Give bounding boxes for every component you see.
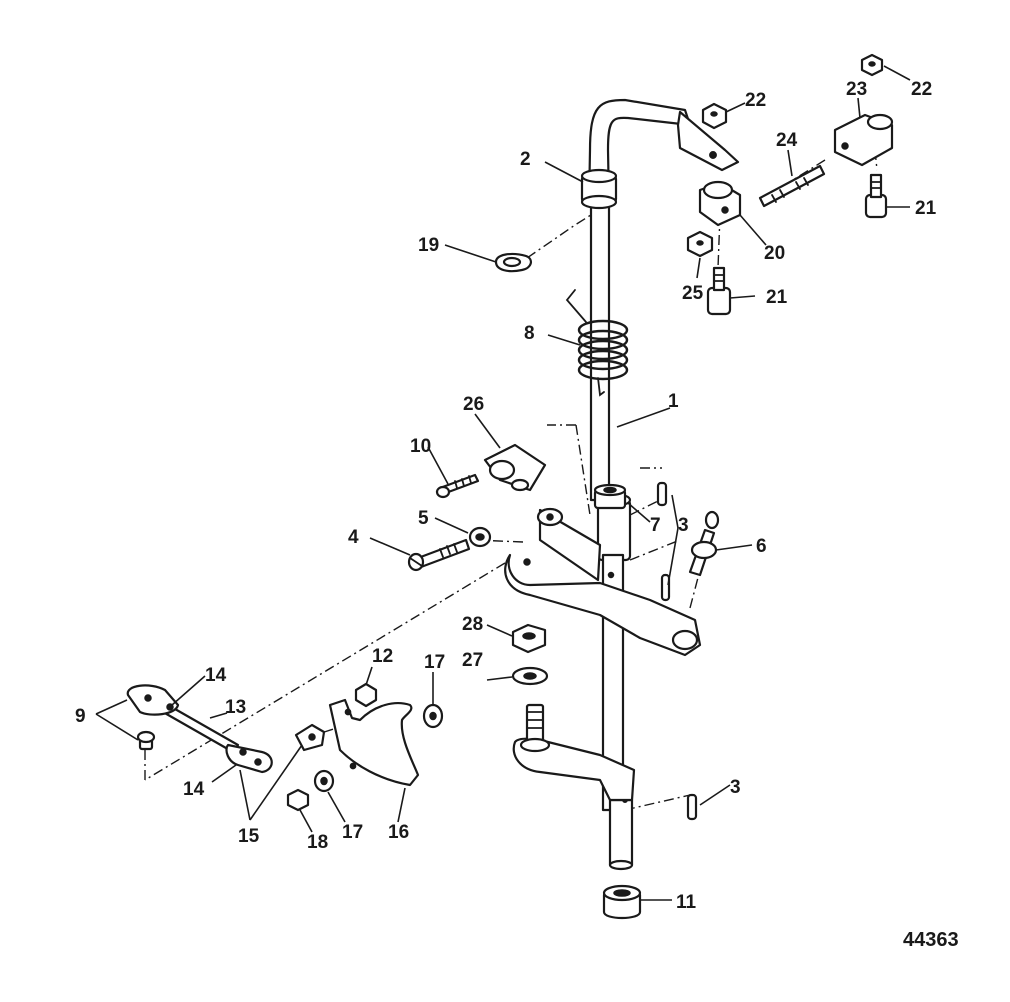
callout-13: 13 — [225, 697, 246, 718]
ball-joint-part-15 — [294, 723, 326, 752]
callout-3-upper: 3 — [678, 515, 689, 536]
nut-part-22-upper — [860, 53, 884, 77]
callout-8: 8 — [524, 323, 535, 344]
callout-28: 28 — [462, 614, 483, 635]
callout-14-lower: 14 — [183, 779, 205, 800]
callout-24: 24 — [776, 130, 798, 151]
upper-lever-arm — [504, 507, 702, 657]
callout-11: 11 — [676, 892, 697, 913]
callout-25: 25 — [682, 283, 704, 304]
washer-part-27 — [511, 666, 549, 686]
bushing-part-11 — [602, 884, 642, 920]
collar-part-7 — [593, 483, 627, 510]
stud-part-6 — [688, 510, 720, 577]
callout-labels: 1 2 3 3 4 5 6 7 8 9 10 11 12 13 14 14 15… — [75, 79, 937, 913]
rod-part-24 — [758, 164, 826, 208]
nut-part-28 — [511, 623, 547, 654]
callout-4: 4 — [348, 527, 359, 548]
nut-part-25 — [686, 230, 714, 258]
block-part-23 — [833, 113, 894, 167]
callout-1: 1 — [668, 391, 679, 412]
callout-6: 6 — [756, 536, 767, 557]
callout-9: 9 — [75, 706, 86, 727]
e-clip-part-19 — [494, 252, 532, 273]
callout-22-left: 22 — [745, 90, 766, 111]
callout-10: 10 — [410, 436, 431, 457]
callout-15: 15 — [238, 826, 260, 847]
washer-part-17-lower — [313, 769, 335, 793]
nut-part-5 — [468, 526, 492, 548]
callout-3-lower: 3 — [730, 777, 741, 798]
callout-23: 23 — [846, 79, 867, 100]
figure-number: 44363 — [903, 929, 959, 951]
clamp-part-26 — [483, 443, 547, 492]
leader-lines — [95, 65, 911, 901]
bushing-part-2 — [580, 168, 618, 210]
callout-19: 19 — [418, 235, 439, 256]
callout-17-lower: 17 — [342, 822, 363, 843]
swivel-part-14 — [225, 743, 273, 774]
callout-2: 2 — [520, 149, 531, 170]
callout-5: 5 — [418, 508, 429, 529]
callout-12: 12 — [372, 646, 393, 667]
callout-20: 20 — [764, 243, 785, 264]
callout-21-left: 21 — [766, 287, 788, 308]
lower-arm — [512, 703, 636, 802]
bracket-part-16 — [328, 698, 420, 787]
callout-14-upper: 14 — [205, 665, 227, 686]
nut-part-12 — [354, 682, 378, 708]
nut-part-18 — [286, 788, 310, 812]
screw-part-4 — [407, 538, 471, 572]
connector-block-part-20 — [698, 180, 742, 227]
callout-27: 27 — [462, 650, 483, 671]
screw-part-10 — [435, 473, 480, 499]
callout-21-right: 21 — [915, 198, 937, 219]
callout-18: 18 — [307, 832, 328, 853]
callout-16: 16 — [388, 822, 409, 843]
swivel-part-9 — [126, 684, 180, 751]
callout-17-upper: 17 — [424, 652, 445, 673]
ball-stud-part-21-right — [864, 173, 888, 219]
washer-part-17-upper — [422, 703, 444, 729]
callout-22-right: 22 — [911, 79, 932, 100]
spring-part-8 — [565, 289, 629, 397]
callout-7: 7 — [650, 515, 661, 536]
nut-part-22-lower — [701, 102, 728, 130]
ball-stud-part-21-left — [706, 266, 732, 316]
pins-part-3 — [656, 481, 698, 821]
callout-26: 26 — [463, 394, 484, 415]
